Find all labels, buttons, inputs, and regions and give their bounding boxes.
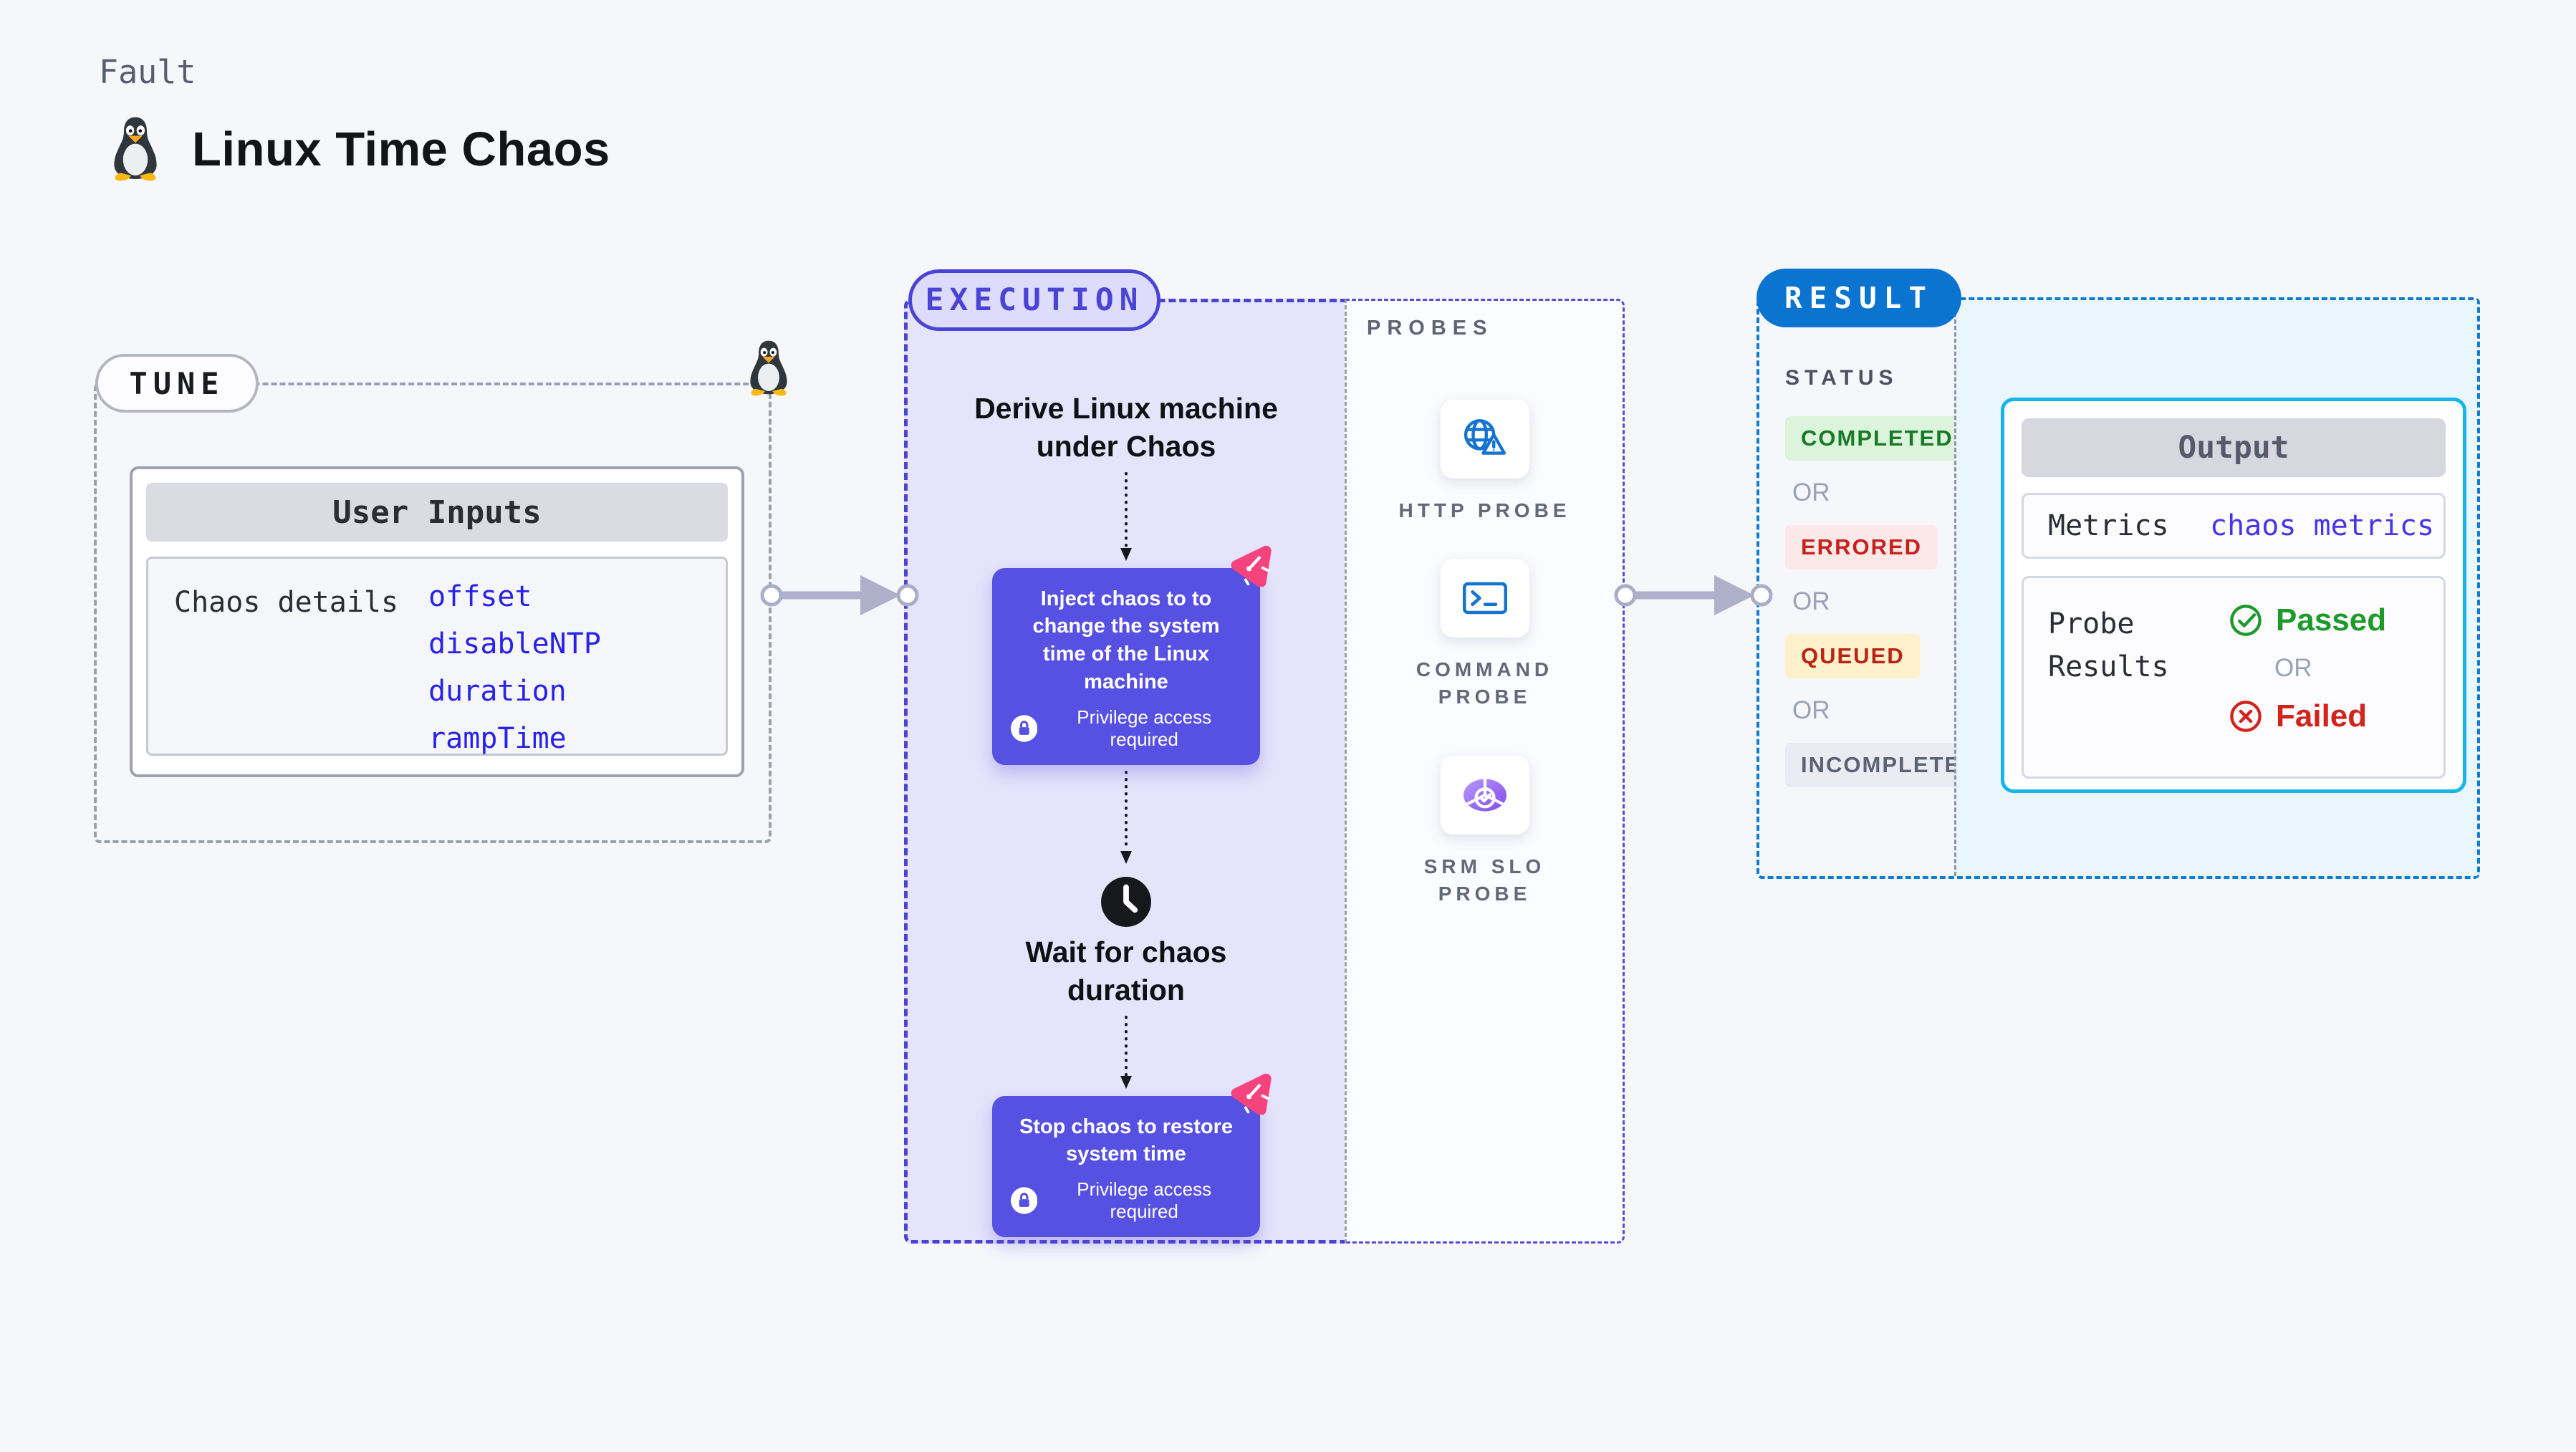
- fault-eyebrow: Fault: [99, 53, 196, 91]
- execution-flow-panel: EXECUTION Derive Linux machine under Cha…: [904, 269, 1345, 1244]
- command-probe-label: COMMAND PROBE: [1416, 658, 1554, 708]
- result-or-separator: OR: [2274, 654, 2312, 682]
- passed-state: Passed: [2229, 602, 2386, 638]
- http-probe-label: HTTP PROBE: [1398, 499, 1571, 521]
- clock-icon: [1101, 877, 1151, 927]
- failed-state: Failed: [2229, 698, 2367, 734]
- stop-chaos-step: Stop chaos to restore system time Privil…: [992, 1073, 1272, 1238]
- arrow-down-dotted-icon: [1120, 771, 1132, 865]
- status-or-separator: OR: [1792, 587, 1830, 615]
- http-probe-card: [1440, 400, 1529, 479]
- metrics-label: Metrics: [2048, 509, 2169, 542]
- status-list: COMPLETED OR ERRORED OR QUEUED OR INCOMP…: [1785, 416, 1994, 787]
- result-section: RESULT STATUS COMPLETED OR ERRORED OR QU…: [1756, 269, 2480, 879]
- user-inputs-body: Chaos details offset disableNTP duration…: [146, 557, 728, 756]
- page-title: Linux Time Chaos: [192, 122, 610, 176]
- execution-section: EXECUTION Derive Linux machine under Cha…: [904, 269, 1625, 1244]
- page-header: Linux Time Chaos: [109, 115, 610, 183]
- passed-label: Passed: [2276, 602, 2387, 638]
- chaos-metrics-link[interactable]: chaos metrics: [2210, 509, 2435, 542]
- input-link-duration[interactable]: duration: [428, 675, 567, 708]
- probes-panel-label: PROBES: [1367, 317, 1494, 340]
- check-circle-icon: [2230, 605, 2262, 636]
- probe-results-row: Probe Results Passed OR: [2022, 576, 2446, 779]
- privilege-label: Privilege access required: [1077, 1178, 1212, 1223]
- status-label: STATUS: [1785, 366, 1898, 390]
- stop-chaos-label: Stop chaos to restore system time: [1019, 1115, 1234, 1166]
- tune-badge: TUNE: [95, 354, 259, 413]
- inject-chaos-label: Inject chaos to to change the system tim…: [1032, 587, 1220, 694]
- tune-to-execution-connector-arrow: [760, 575, 919, 615]
- output-panel: Output Metrics chaos metrics Probe Resul…: [1954, 300, 2477, 876]
- metrics-row: Metrics chaos metrics: [2022, 493, 2446, 559]
- chaos-logo-icon: [1231, 545, 1272, 587]
- failed-label: Failed: [2276, 698, 2368, 734]
- srm-slo-probe-label: SRM SLO PROBE: [1423, 855, 1546, 905]
- result-badge: RESULT: [1756, 269, 1961, 327]
- user-inputs-title: User Inputs: [146, 483, 728, 542]
- user-inputs-card: User Inputs Chaos details offset disable…: [130, 466, 744, 777]
- slo-gauge-icon: [1463, 779, 1506, 812]
- input-link-ramptime[interactable]: rampTime: [428, 722, 567, 755]
- lock-icon: [1011, 715, 1038, 742]
- status-badge-queued: QUEUED: [1785, 634, 1921, 678]
- privilege-note: Privilege access required: [1011, 706, 1241, 751]
- probes-panel: PROBES HTTP PROBE: [1345, 299, 1625, 1244]
- status-badge-completed: COMPLETED: [1785, 416, 1969, 461]
- privilege-label: Privilege access required: [1077, 706, 1212, 751]
- chaos-inputs-list: offset disableNTP duration rampTime: [428, 580, 601, 755]
- execution-badge: EXECUTION: [908, 269, 1160, 331]
- probe-item-http: HTTP PROBE: [1388, 400, 1582, 524]
- terminal-icon: [1462, 582, 1507, 615]
- status-or-separator: OR: [1792, 479, 1830, 506]
- arrow-down-dotted-icon: [1120, 1015, 1132, 1089]
- probes-to-result-connector-arrow: [1614, 575, 1773, 615]
- tux-icon: [114, 117, 157, 181]
- privilege-note: Privilege access required: [1011, 1178, 1241, 1223]
- status-or-separator: OR: [1792, 696, 1830, 724]
- command-probe-card: [1440, 558, 1529, 638]
- srm-slo-probe-card: [1440, 756, 1529, 835]
- chaos-details-label: Chaos details: [174, 586, 399, 619]
- x-circle-icon: [2230, 701, 2262, 732]
- arrow-down-dotted-icon: [1120, 471, 1132, 561]
- probe-results-label: Probe Results: [2048, 607, 2169, 683]
- output-card: Output Metrics chaos metrics Probe Resul…: [2001, 398, 2466, 793]
- probe-item-srm-slo: SRM SLO PROBE: [1388, 756, 1582, 908]
- status-badge-errored: ERRORED: [1785, 525, 1938, 569]
- status-column: RESULT STATUS COMPLETED OR ERRORED OR QU…: [1756, 269, 1994, 876]
- lock-icon: [1011, 1187, 1038, 1215]
- wait-step-label: Wait for chaos duration: [1025, 936, 1227, 1007]
- derive-step-label: Derive Linux machine under Chaos: [974, 392, 1278, 463]
- input-link-disablentp[interactable]: disableNTP: [428, 628, 601, 660]
- input-link-offset[interactable]: offset: [428, 580, 532, 613]
- globe-alert-icon: [1464, 419, 1506, 455]
- chaos-logo-icon: [1231, 1073, 1272, 1115]
- inject-chaos-step: Inject chaos to to change the system tim…: [992, 545, 1272, 766]
- tune-section: TUNE User Inputs Chaos details offset di…: [94, 340, 787, 843]
- output-title: Output: [2022, 418, 2446, 477]
- probe-item-command: COMMAND PROBE: [1388, 558, 1582, 711]
- wait-step: [1100, 875, 1153, 932]
- probe-results-states: Passed OR Failed: [2229, 602, 2386, 777]
- tux-icon-small: [750, 340, 787, 396]
